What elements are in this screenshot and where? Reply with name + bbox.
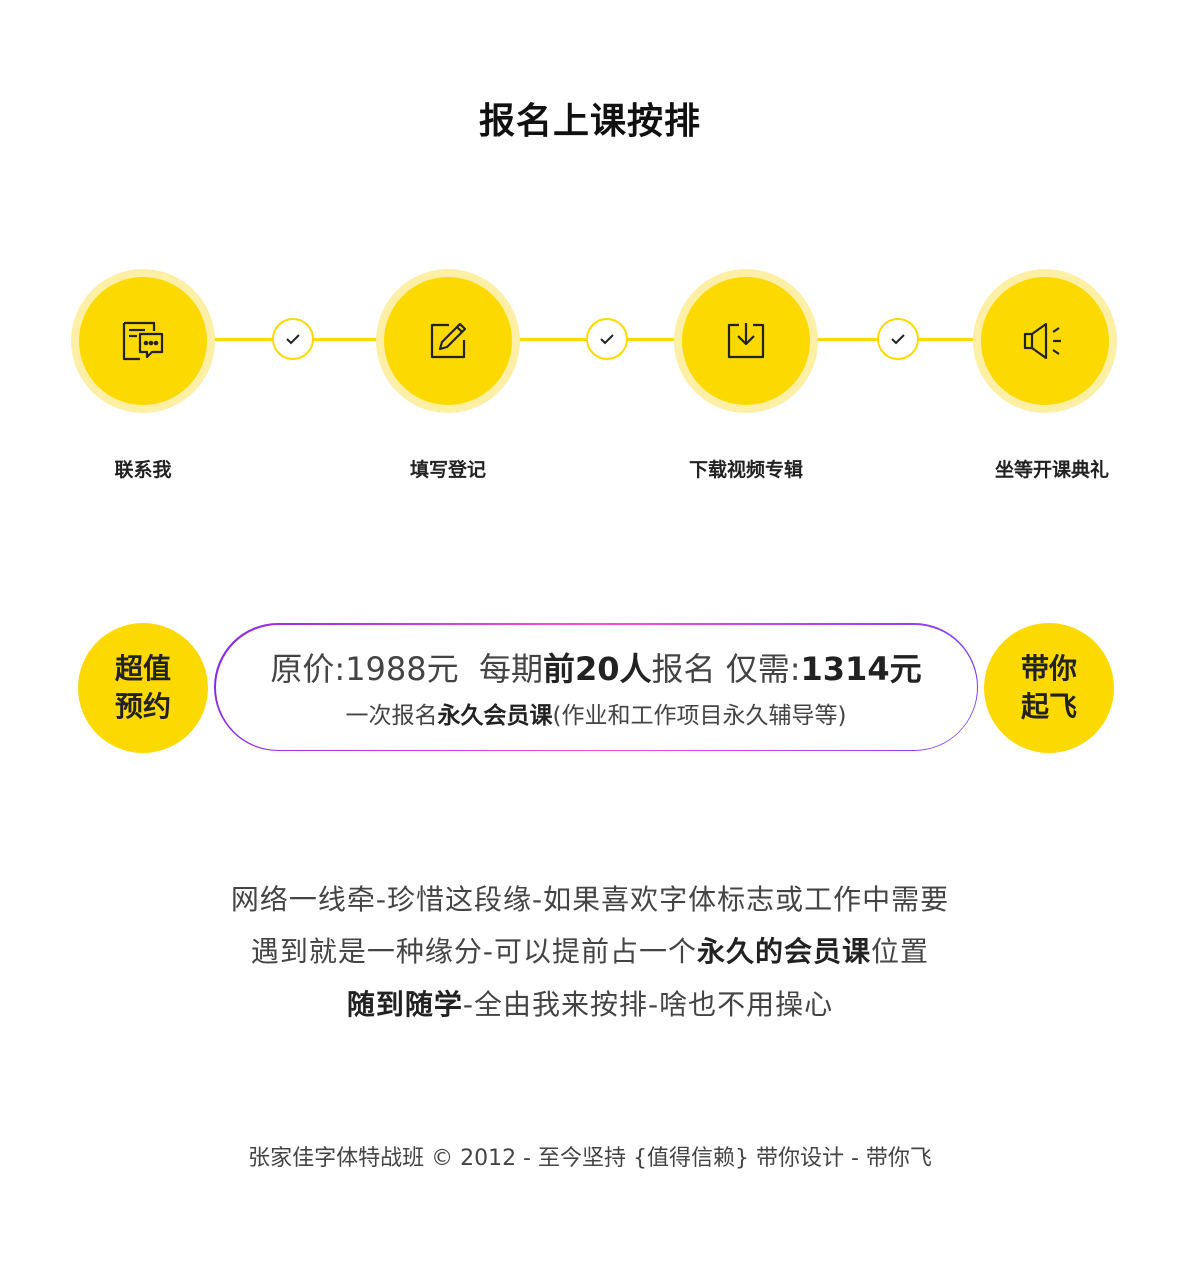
paragraph-line-3: 随到随学-全由我来按排-啥也不用操心 xyxy=(0,983,1180,1023)
step-label-contact: 联系我 xyxy=(114,459,172,481)
footer-text: 张家佳字体特战班 © 2012 - 至今坚持 {值得信赖} 带你设计 - 带你飞 xyxy=(248,1146,932,1171)
paragraph-bold: 随到随学 xyxy=(346,988,463,1021)
period-suffix: 报名 仅需: xyxy=(651,650,801,688)
badge-line: 超值 xyxy=(114,652,171,685)
check-icon xyxy=(586,318,628,360)
badge-value-booking: 超值 预约 xyxy=(78,623,208,753)
chat-icon xyxy=(122,321,164,361)
check-icon xyxy=(272,318,314,360)
offer-box: 原价:1988元 每期前20人报名 仅需:1314元 一次报名永久会员课(作业和… xyxy=(214,623,978,751)
step-download[interactable] xyxy=(674,269,818,413)
paragraph-text: 遇到就是一种缘分-可以提前占一个 xyxy=(250,935,698,968)
original-price: 1988元 xyxy=(345,650,459,688)
step-label-download: 下载视频专辑 xyxy=(688,459,803,481)
paragraph-line-2: 遇到就是一种缘分-可以提前占一个永久的会员课位置 xyxy=(0,930,1180,970)
member-line: 一次报名永久会员课(作业和工作项目永久辅导等) xyxy=(346,696,847,730)
check-icon xyxy=(877,318,919,360)
original-label: 原价: xyxy=(270,650,346,688)
period-bold: 前20人 xyxy=(543,650,652,688)
badge-line: 预约 xyxy=(114,690,171,723)
step-ceremony[interactable] xyxy=(973,269,1117,413)
sale-price: 1314元 xyxy=(800,650,922,688)
paragraph-text: -全由我来按排-啥也不用操心 xyxy=(462,988,834,1021)
step-contact[interactable] xyxy=(71,269,215,413)
period-prefix: 每期 xyxy=(478,650,543,688)
badge-line: 带你 xyxy=(1020,652,1077,685)
page-title: 报名上课按排 xyxy=(478,101,701,142)
step-label-ceremony: 坐等开课典礼 xyxy=(994,459,1109,481)
price-line: 原价:1988元 每期前20人报名 仅需:1314元 xyxy=(270,644,921,690)
step-label-register: 填写登记 xyxy=(409,459,486,481)
member-prefix: 一次报名 xyxy=(345,703,438,729)
step-register[interactable] xyxy=(376,269,520,413)
paragraph-text: 位置 xyxy=(871,935,930,968)
paragraph-line-1: 网络一线牵-珍惜这段缘-如果喜欢字体标志或工作中需要 xyxy=(230,883,950,916)
download-icon xyxy=(727,323,765,359)
edit-icon xyxy=(430,322,467,359)
badge-take-off: 带你 起飞 xyxy=(984,623,1114,753)
member-note: (作业和工作项目永久辅导等) xyxy=(552,703,847,729)
member-bold: 永久会员课 xyxy=(437,703,553,729)
badge-line: 起飞 xyxy=(1020,690,1077,723)
paragraph-bold: 永久的会员课 xyxy=(697,935,872,968)
speaker-icon xyxy=(1023,322,1061,360)
